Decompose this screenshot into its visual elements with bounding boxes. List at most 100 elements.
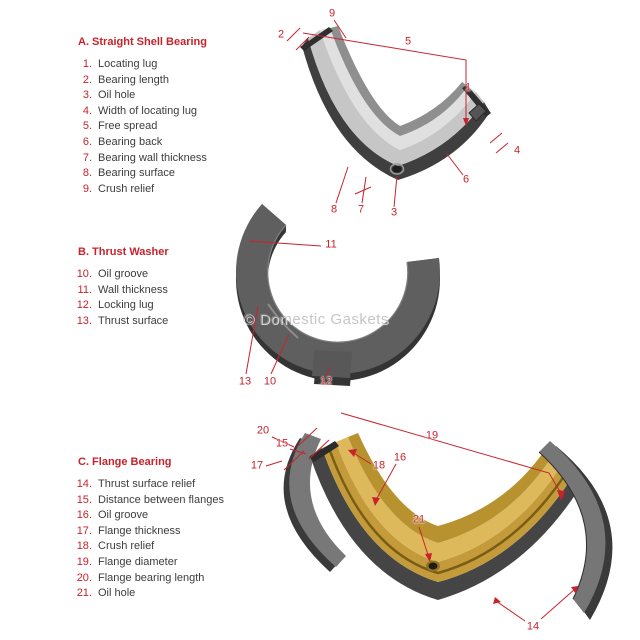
legend-item-number: 10: [72, 268, 92, 280]
callout-1: 1: [464, 81, 472, 94]
oil-groove-shape: [267, 303, 299, 339]
legend-item: 8 Bearing surface: [72, 167, 272, 179]
legend-item-label: Oil hole: [98, 89, 136, 102]
legend-item-label: Flange diameter: [98, 555, 178, 568]
legend-item-number: 11: [72, 284, 92, 296]
legend-item: 10 Oil groove: [72, 268, 272, 280]
legend-item-number: 8: [72, 167, 92, 179]
legend-item: 14 Thrust surface relief: [72, 478, 272, 490]
legend-item-label: Bearing surface: [98, 167, 176, 180]
legend-item-number: 14: [72, 478, 92, 490]
locking-lug-shape: [312, 350, 352, 378]
left-flange-shape: [289, 433, 346, 567]
flange-bearing-illustration: [283, 433, 613, 620]
legend-item: 21 Oil hole: [72, 587, 272, 599]
callout-17: 17: [250, 459, 264, 472]
legend-item-number: 21: [72, 587, 92, 599]
legend-item-number: 2: [72, 74, 92, 86]
legend-item: 11 Wall thickness: [72, 284, 272, 296]
callout-19: 19: [425, 429, 439, 442]
legend-item: 1 Locating lug: [72, 58, 272, 70]
legend-title-a: A. Straight Shell Bearing: [78, 36, 207, 48]
callout-20: 20: [256, 424, 270, 437]
legend-item-number: 20: [72, 572, 92, 584]
legend-item: 17 Flange thickness: [72, 525, 272, 537]
straight-shell-bearing-illustration: [300, 26, 491, 180]
leader-lines: [245, 19, 578, 622]
legend-item-label: Flange bearing length: [98, 571, 205, 584]
legend-item-label: Bearing length: [98, 73, 169, 86]
callout-9: 9: [328, 7, 336, 20]
legend-thrust-washer: B. Thrust Washer 10Oil groove11Wall thic…: [72, 246, 272, 330]
legend-item: 19 Flange diameter: [72, 556, 272, 568]
callout-21: 21: [412, 513, 426, 526]
legend-item-number: 15: [72, 494, 92, 506]
legend-item-label: Width of locating lug: [98, 104, 198, 117]
legend-item: 6 Bearing back: [72, 136, 272, 148]
legend-item: 20 Flange bearing length: [72, 572, 272, 584]
legend-item-label: Locking lug: [98, 299, 154, 312]
legend-item-label: Oil groove: [98, 509, 149, 522]
legend-item-number: 12: [72, 299, 92, 311]
legend-list-a: 1 Locating lug 2 Bearing length 3 Oil hole 4 Wi…: [72, 58, 272, 195]
legend-item-number: 4: [72, 105, 92, 117]
legend-item-number: 1: [72, 58, 92, 70]
legend-item-number: 9: [72, 183, 92, 195]
legend-item-number: 19: [72, 556, 92, 568]
legend-item: 5 Free spread: [72, 120, 272, 132]
legend-item-label: Bearing back: [98, 135, 163, 148]
callout-11: 11: [325, 238, 337, 251]
callout-13: 13: [238, 375, 252, 388]
legend-item-number: 16: [72, 509, 92, 521]
callout-12: 12: [319, 375, 333, 388]
callout-16: 16: [393, 451, 407, 464]
callout-7: 7: [357, 203, 365, 216]
legend-list-c: 14 Thrust surface relief 15Distance betwee…: [72, 478, 272, 599]
legend-item-number: 3: [72, 89, 92, 101]
flange-oil-groove-shape: [328, 450, 574, 575]
oil-hole-shape: [392, 165, 402, 173]
legend-flange-bearing: C. Flange Bearing 14 Thrust surface relie…: [72, 456, 272, 603]
legend-item-label: Oil hole: [98, 587, 136, 600]
legend-item-label: Oil groove: [98, 268, 149, 280]
callout-14: 14: [526, 620, 540, 633]
legend-item-label: Flange thickness: [98, 524, 181, 537]
legend-item-label: Bearing wall thickness: [98, 151, 207, 164]
flange-oil-hole-shape: [428, 562, 438, 570]
callout-10: 10: [263, 375, 277, 388]
legend-item-number: 6: [72, 136, 92, 148]
callout-5: 5: [404, 35, 412, 48]
callout-3: 3: [390, 206, 398, 219]
legend-item-number: 18: [72, 540, 92, 552]
legend-item-label: Free spread: [98, 120, 158, 133]
legend-item: 13 Thrust surface: [72, 315, 272, 327]
legend-item: 4 Width of locating lug: [72, 105, 272, 117]
right-flange-shape: [539, 441, 606, 613]
legend-item-label: Crush relief: [98, 540, 155, 553]
legend-item: 7 Bearing wall thickness: [72, 152, 272, 164]
legend-item: 16 Oil groove: [72, 509, 272, 521]
legend-item-number: 17: [72, 525, 92, 537]
legend-item-label: Crush relief: [98, 182, 155, 195]
legend-item: 9 Crush relief: [72, 183, 272, 195]
callout-15: 15: [275, 437, 289, 450]
legend-item-label: Locating lug: [98, 58, 158, 70]
legend-item: 12 Locking lug: [72, 299, 272, 311]
legend-item-label: Thrust surface: [98, 314, 169, 327]
legend-title-c: C. Flange Bearing: [78, 456, 172, 468]
legend-item: 15Distance between flanges: [72, 494, 272, 506]
legend-item: 18 Crush relief: [72, 540, 272, 552]
legend-item-number: 7: [72, 152, 92, 164]
callout-4: 4: [513, 144, 521, 157]
legend-item-label: Wall thickness: [98, 283, 168, 296]
legend-list-b: 10 Oil groove 11 Wall thickness 12 Locking lu…: [72, 268, 272, 327]
legend-item: 2 Bearing length: [72, 74, 272, 86]
legend-straight-shell-bearing: A. Straight Shell Bearing 1 Locating lug 2…: [72, 36, 272, 198]
callout-8: 8: [330, 203, 338, 216]
legend-item-number: 5: [72, 120, 92, 132]
callout-2: 2: [277, 28, 285, 41]
legend-item-label: Thrust surface relief: [98, 478, 196, 490]
legend-item-number: 13: [72, 315, 92, 327]
